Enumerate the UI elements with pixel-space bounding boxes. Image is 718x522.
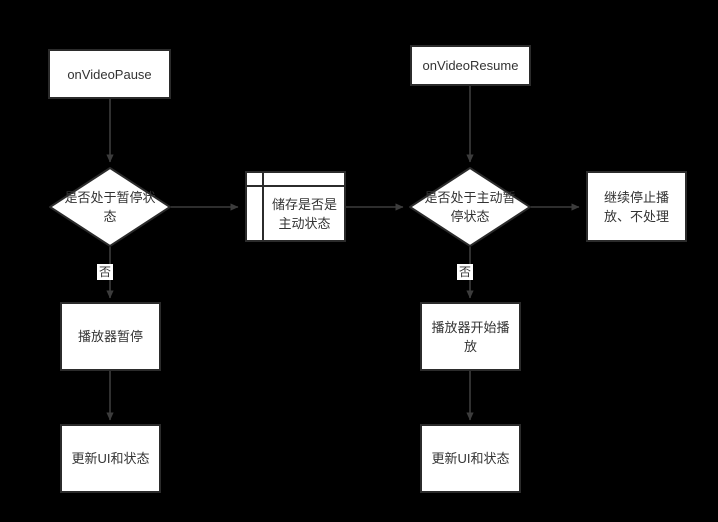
node-update-ui-left[interactable]: 更新UI和状态 <box>60 424 161 493</box>
node-player-start-play-label: 播放器开始播放 <box>431 319 510 354</box>
node-on-video-resume-label: onVideoResume <box>422 58 519 73</box>
node-is-active-pause-decision-label: 是否处于主动暂停状态 <box>424 190 516 224</box>
edge-label-right-no: 否 <box>457 264 474 280</box>
node-store-active-state-label: 储存是否是主动状态 <box>271 196 337 231</box>
node-on-video-pause-label: onVideoPause <box>67 66 152 82</box>
node-store-active-state[interactable]: 储存是否是主动状态 <box>245 171 346 242</box>
node-update-ui-right[interactable]: 更新UI和状态 <box>420 424 521 493</box>
node-keep-stopped[interactable]: 继续停止播放、不处理 <box>586 171 687 242</box>
node-player-start-play[interactable]: 播放器开始播放 <box>420 302 521 371</box>
node-keep-stopped-label: 继续停止播放、不处理 <box>603 189 669 224</box>
node-update-ui-right-label: 更新UI和状态 <box>431 451 510 466</box>
store-left-divider <box>262 173 264 240</box>
node-update-ui-left-label: 更新UI和状态 <box>71 451 150 466</box>
node-player-pause[interactable]: 播放器暂停 <box>60 302 161 371</box>
node-on-video-resume[interactable]: onVideoResume <box>410 45 531 86</box>
store-top-divider <box>247 185 344 187</box>
edge-label-left-no: 否 <box>97 264 114 280</box>
node-is-paused-decision[interactable]: 是否处于暂停状态 <box>49 167 171 247</box>
node-player-pause-label: 播放器暂停 <box>77 329 143 344</box>
node-on-video-pause[interactable]: onVideoPause <box>48 49 171 99</box>
node-is-paused-decision-label: 是否处于暂停状态 <box>64 190 156 224</box>
node-is-active-pause-decision[interactable]: 是否处于主动暂停状态 <box>409 167 531 247</box>
